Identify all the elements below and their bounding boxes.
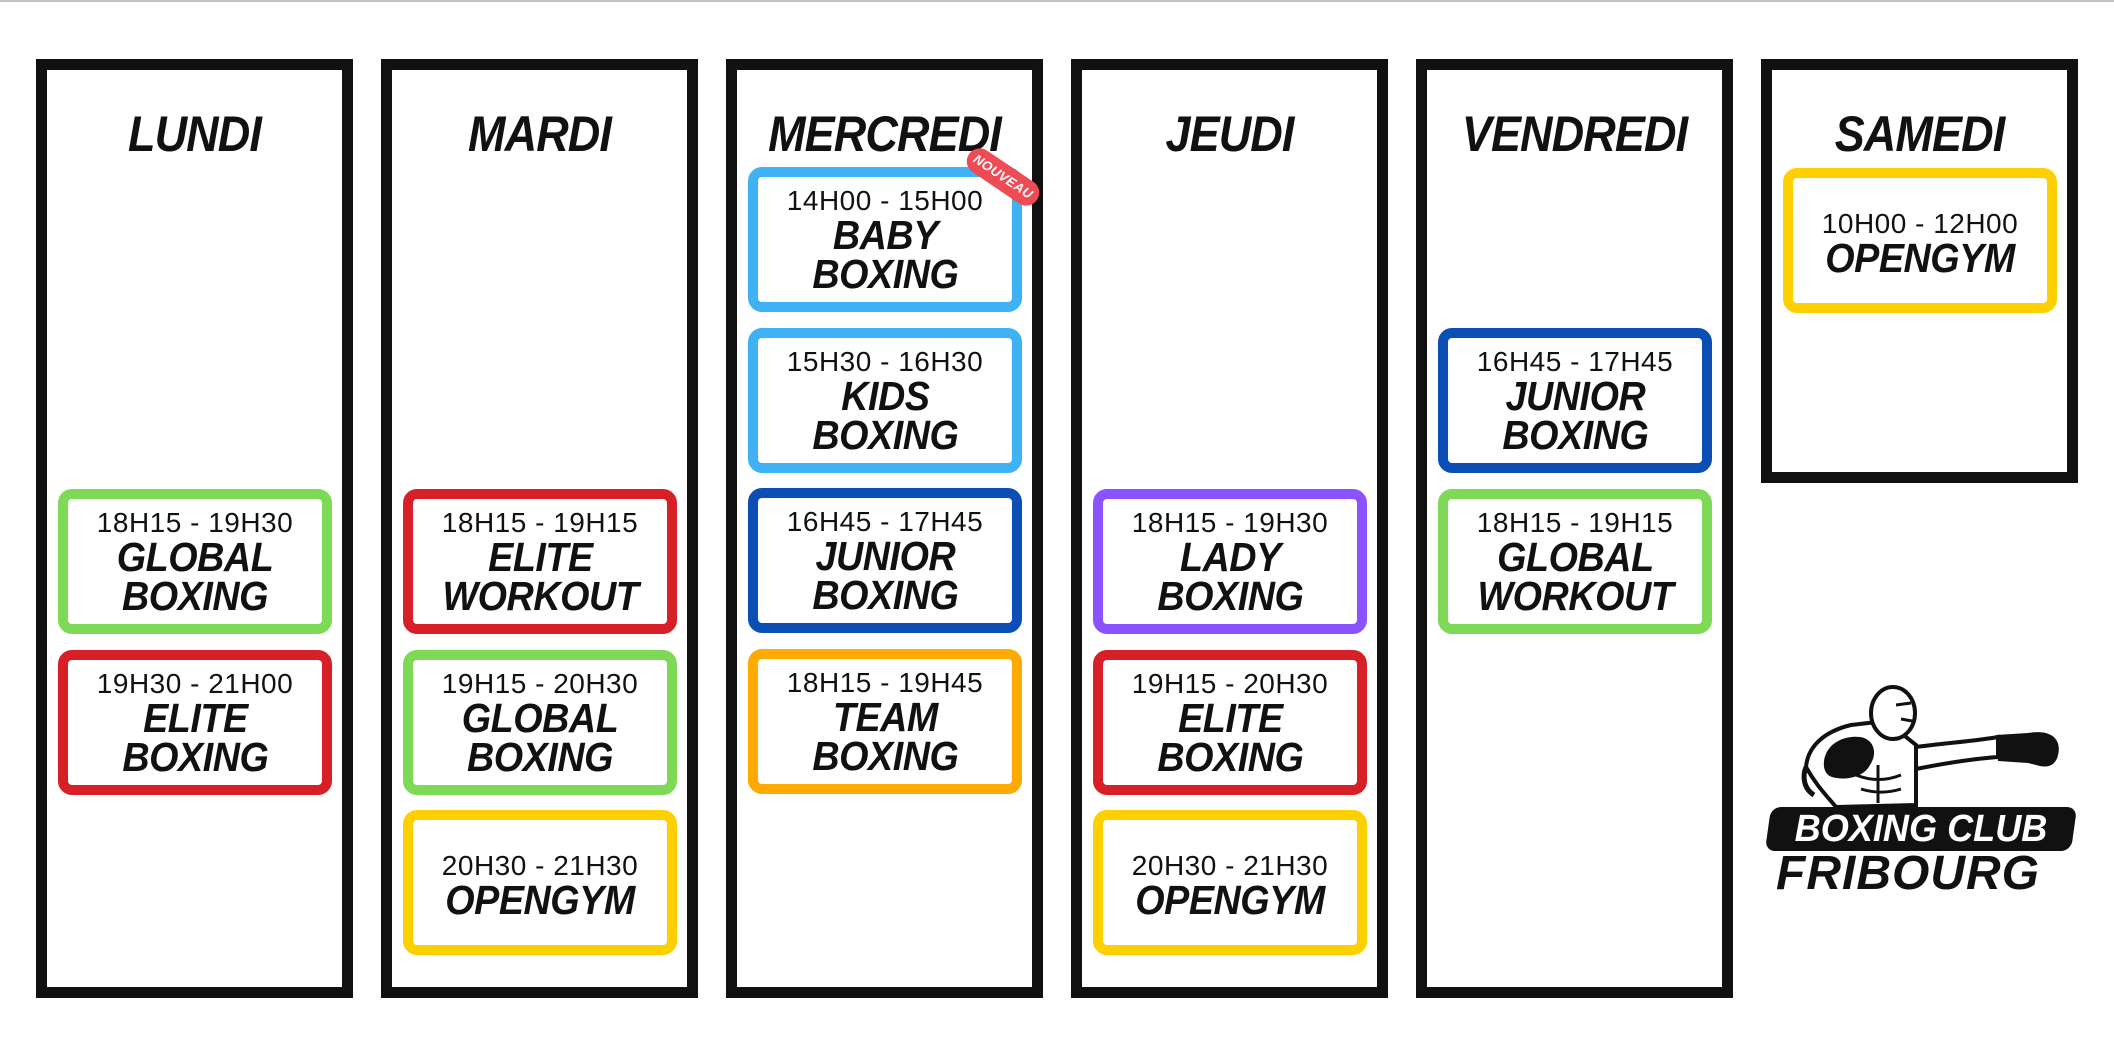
class-title: GLOBAL BOXING	[461, 694, 619, 780]
class-title: OPENGYM	[445, 877, 635, 923]
boxer-icon	[1801, 685, 2059, 810]
class-card-jeudi-elite-boxing[interactable]: 19H15 - 20H30 ELITE BOXING	[1093, 650, 1367, 795]
class-card-vendredi-global-workout[interactable]: 18H15 - 19H15 GLOBAL WORKOUT	[1438, 489, 1712, 634]
class-time: 19H30 - 21H00	[96, 667, 294, 699]
day-title: MARDI	[468, 106, 612, 162]
day-title: LUNDI	[127, 106, 262, 162]
class-title: KIDS BOXING	[811, 372, 959, 458]
class-time: 14H00 - 15H00	[786, 184, 984, 216]
class-time: 19H15 - 20H30	[1131, 667, 1329, 699]
logo-banner-text: BOXING CLUB	[1794, 808, 2048, 850]
day-title: SAMEDI	[1834, 106, 2006, 162]
class-time: 19H15 - 20H30	[441, 667, 639, 699]
class-title: JUNIOR BOXING	[811, 532, 959, 618]
class-title: ELITE BOXING	[121, 694, 269, 780]
class-card-lundi-global-boxing[interactable]: 18H15 - 19H30 GLOBAL BOXING	[58, 489, 332, 634]
class-time: 18H15 - 19H45	[786, 666, 984, 698]
class-card-mardi-elite-workout[interactable]: 18H15 - 19H15 ELITE WORKOUT	[403, 489, 677, 634]
class-card-vendredi-junior-boxing[interactable]: 16H45 - 17H45 JUNIOR BOXING	[1438, 328, 1712, 473]
class-title: JUNIOR BOXING	[1501, 372, 1649, 458]
class-card-mercredi-baby-boxing[interactable]: 14H00 - 15H00 BABY BOXING	[748, 167, 1022, 312]
class-time: 18H15 - 19H30	[96, 506, 294, 538]
class-title: ELITE BOXING	[1156, 694, 1304, 780]
class-time: 16H45 - 17H45	[1476, 345, 1674, 377]
class-time: 16H45 - 17H45	[786, 505, 984, 537]
class-card-samedi-opengym[interactable]: 10H00 - 12H00 OPENGYM	[1783, 168, 2057, 313]
class-card-lundi-elite-boxing[interactable]: 19H30 - 21H00 ELITE BOXING	[58, 650, 332, 795]
class-time: 20H30 - 21H30	[441, 850, 639, 881]
class-card-mercredi-junior-boxing[interactable]: 16H45 - 17H45 JUNIOR BOXING	[748, 488, 1022, 633]
class-card-mercredi-kids-boxing[interactable]: 15H30 - 16H30 KIDS BOXING	[748, 328, 1022, 473]
class-title: GLOBAL WORKOUT	[1477, 533, 1673, 619]
class-title: GLOBAL BOXING	[116, 533, 274, 619]
class-time: 18H15 - 19H15	[1476, 506, 1674, 538]
class-card-mardi-global-boxing[interactable]: 19H15 - 20H30 GLOBAL BOXING	[403, 650, 677, 795]
class-title: TEAM BOXING	[811, 693, 959, 779]
class-title: OPENGYM	[1825, 235, 2015, 281]
logo-city-text: FRIBOURG	[1776, 847, 2040, 900]
day-title: MERCREDI	[768, 106, 1002, 162]
class-title: OPENGYM	[1135, 877, 1325, 923]
class-card-mardi-opengym[interactable]: 20H30 - 21H30 OPENGYM	[403, 810, 677, 955]
class-card-jeudi-opengym[interactable]: 20H30 - 21H30 OPENGYM	[1093, 810, 1367, 955]
class-time: 20H30 - 21H30	[1131, 850, 1329, 881]
class-card-jeudi-lady-boxing[interactable]: 18H15 - 19H30 LADY BOXING	[1093, 489, 1367, 634]
class-time: 10H00 - 12H00	[1821, 208, 2019, 239]
class-time: 15H30 - 16H30	[786, 345, 984, 377]
class-title: LADY BOXING	[1156, 533, 1304, 619]
class-title: ELITE WORKOUT	[442, 533, 638, 619]
class-card-mercredi-team-boxing[interactable]: 18H15 - 19H45 TEAM BOXING	[748, 649, 1022, 794]
class-time: 18H15 - 19H15	[441, 506, 639, 538]
class-title: BABY BOXING	[811, 211, 959, 297]
club-logo: BOXING CLUB FRIBOURG	[1764, 685, 2078, 900]
logo-banner: BOXING CLUB	[1764, 807, 2078, 851]
class-time: 18H15 - 19H30	[1131, 506, 1329, 538]
day-title: JEUDI	[1165, 106, 1294, 162]
day-title: VENDREDI	[1461, 106, 1688, 162]
top-divider	[0, 0, 2114, 2]
